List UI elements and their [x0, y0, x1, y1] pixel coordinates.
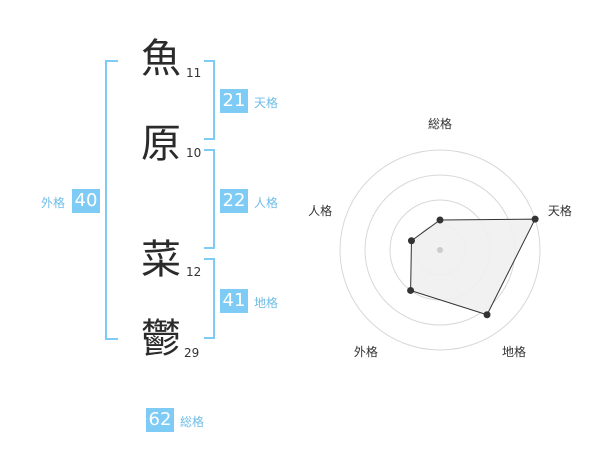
jinkaku-bracket [204, 149, 215, 249]
jinkaku-label: 人格 [254, 196, 279, 210]
name-char-4: 鬱 [141, 316, 181, 362]
radar-point [483, 311, 491, 319]
stroke-count-4: 29 [184, 346, 200, 360]
radar-axis-label: 天格 [548, 203, 572, 218]
soukaku-badge: 62 [146, 408, 174, 432]
jinkaku-badge: 22 [220, 189, 248, 213]
radar-axis-label: 人格 [308, 203, 332, 218]
bracket-lines [105, 60, 215, 340]
radar-axis-label: 地格 [502, 344, 526, 359]
stroke-count-2: 10 [186, 146, 202, 160]
radar-point [407, 286, 415, 294]
radar-point [531, 215, 539, 223]
radar-axis-label: 外格 [354, 344, 378, 359]
tenkaku-label: 天格 [254, 96, 279, 110]
tenkaku-bracket [204, 60, 215, 140]
radar-ring [339, 149, 541, 351]
radar-center-dot [437, 247, 443, 253]
radar-area [410, 218, 536, 316]
chikaku-badge: 41 [220, 289, 248, 313]
name-char-1: 魚 [141, 36, 181, 82]
name-char-2: 原 [141, 121, 181, 167]
gaikaku-label: 外格 [41, 196, 66, 210]
outer-bracket [105, 60, 118, 340]
stroke-count-3: 12 [186, 265, 202, 279]
name-char-3: 菜 [141, 237, 181, 283]
chikaku-bracket [204, 258, 215, 339]
chikaku-label: 地格 [254, 296, 279, 310]
tenkaku-badge: 21 [220, 89, 248, 113]
stroke-count-1: 11 [186, 66, 202, 80]
radar-points [407, 215, 539, 319]
radar-axis-label: 総格 [428, 116, 452, 131]
radar-point [407, 237, 415, 245]
soukaku-label: 総格 [180, 415, 205, 429]
radar-point [436, 216, 444, 224]
gaikaku-badge: 40 [72, 189, 100, 213]
